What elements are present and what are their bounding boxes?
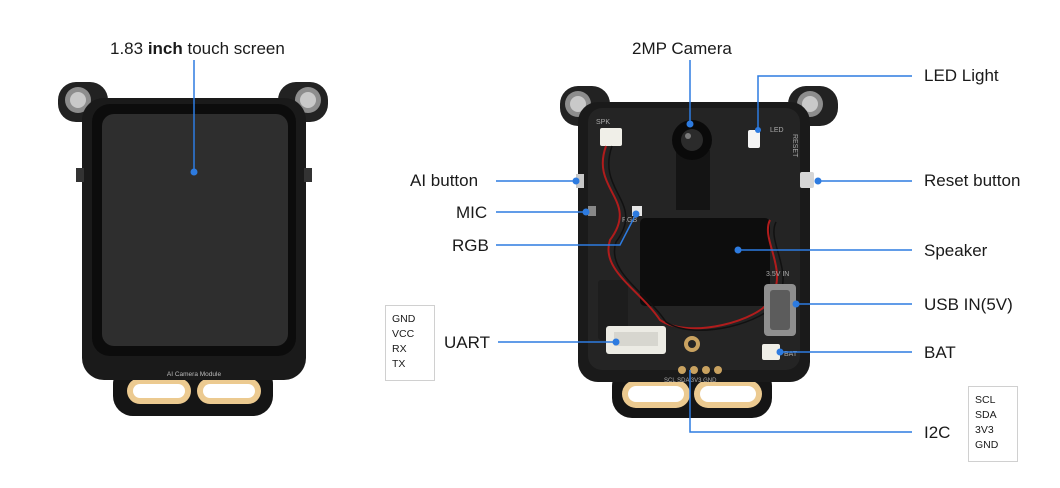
svg-text:RGB: RGB	[622, 217, 638, 224]
bat-connector	[762, 344, 780, 360]
speaker-label: Speaker	[924, 241, 988, 260]
rgb-label: RGB	[452, 236, 489, 255]
i2c-pin: GND	[975, 439, 999, 451]
bat-label: BAT	[924, 343, 956, 362]
svg-text:RESET: RESET	[791, 134, 798, 158]
svg-text:3.5V IN: 3.5V IN	[766, 271, 789, 278]
callout-dots	[572, 120, 822, 356]
reset-button-part	[800, 172, 814, 188]
led-line	[757, 75, 912, 130]
i2c-line	[689, 370, 912, 433]
screen-callout-dot	[190, 168, 198, 176]
front-slot-right-inner	[203, 384, 255, 398]
front-module: AI Camera Module	[58, 60, 328, 416]
uart-pin: TX	[392, 358, 406, 370]
reset-button-label: Reset button	[924, 171, 1021, 190]
screen-size-unit: inch	[147, 39, 183, 58]
i2c-label: I2C	[924, 423, 951, 442]
callout-lines	[496, 60, 912, 433]
back-module: LED SPK RESET RGB 3.5V IN BAT SCL SD	[560, 86, 838, 418]
screen	[102, 114, 288, 346]
i2c-pad-2	[690, 366, 698, 374]
camera-ribbon	[676, 150, 710, 210]
camera-label: 2MP Camera	[632, 39, 732, 58]
led-light	[748, 130, 760, 148]
front-silkscreen: AI Camera Module	[167, 371, 222, 378]
mic-part	[588, 206, 596, 216]
screen-size-label: 1.83 inch touch screen	[110, 39, 285, 58]
ai-button-label: AI button	[410, 171, 479, 190]
uart-label: UART	[444, 333, 490, 352]
i2c-pin: SDA	[975, 409, 997, 421]
speaker-part	[640, 218, 770, 306]
rgb-line	[496, 213, 637, 246]
uart-pin: GND	[392, 313, 416, 325]
svg-text:LED: LED	[770, 127, 784, 134]
usb-label: USB IN(5V)	[924, 295, 1013, 314]
i2c-pad-1	[678, 366, 686, 374]
ai-button-part	[576, 174, 584, 188]
speaker-wire	[601, 145, 779, 330]
i2c-pad-4	[714, 366, 722, 374]
uart-pin-box: GND VCC RX TX	[385, 305, 435, 381]
svg-text:SPK: SPK	[596, 119, 610, 126]
front-slot-left-inner	[133, 384, 185, 398]
uart-pin: RX	[392, 343, 407, 355]
svg-text:BAT: BAT	[784, 351, 798, 358]
i2c-pin-box: SCL SDA 3V3 GND	[968, 386, 1018, 462]
uart-pin: VCC	[392, 328, 415, 340]
i2c-pad-3	[702, 366, 710, 374]
led-label: LED Light	[924, 66, 999, 85]
spk-connector	[600, 128, 622, 146]
i2c-pin: SCL	[975, 394, 996, 406]
mic-label: MIC	[456, 203, 488, 222]
i2c-pin: 3V3	[975, 424, 994, 436]
